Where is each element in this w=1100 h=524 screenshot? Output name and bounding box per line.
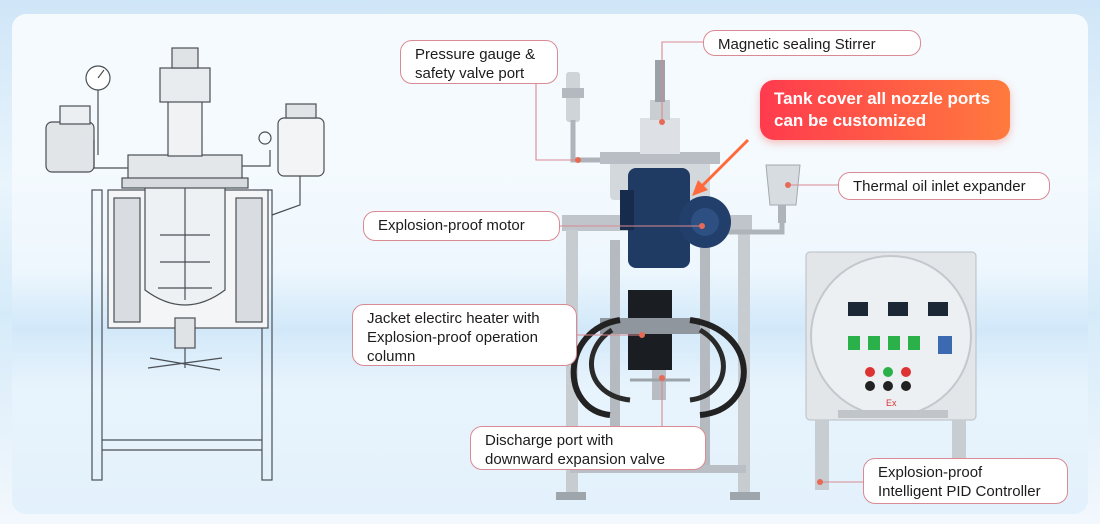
callout-pressure-gauge: Pressure gauge & safety valve port xyxy=(400,40,558,84)
thermal-oil-cup xyxy=(715,164,801,235)
callout-thermal-oil: Thermal oil inlet expander xyxy=(838,172,1050,200)
operation-column xyxy=(570,290,747,418)
callout-magnetic-stirrer: Magnetic sealing Stirrer xyxy=(703,30,921,56)
callout-pid-controller: Explosion-proof Intelligent PID Controll… xyxy=(863,458,1068,504)
callout-explosion-motor: Explosion-proof motor xyxy=(363,211,560,241)
callout-jacket-heater: Jacket electirc heater with Explosion-pr… xyxy=(352,304,577,366)
cabinet-ex-mark: Ex xyxy=(886,398,897,408)
callout-discharge-port: Discharge port with downward expansion v… xyxy=(470,426,706,470)
motor xyxy=(620,168,731,268)
callout-tank-cover-highlight: Tank cover all nozzle ports can be custo… xyxy=(760,80,1010,140)
